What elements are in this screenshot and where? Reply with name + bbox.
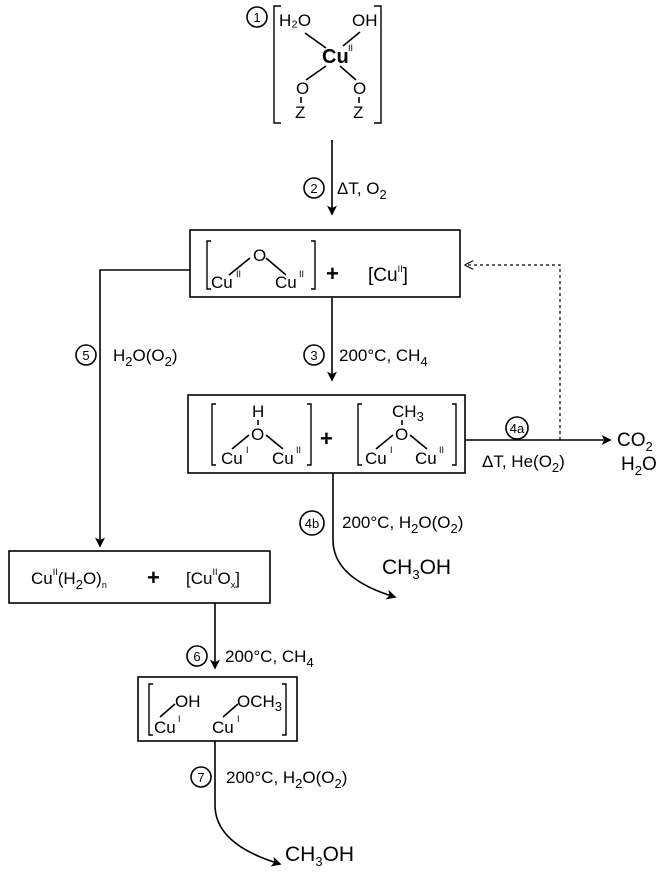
svg-text:Cu: Cu	[154, 718, 176, 737]
svg-text:1: 1	[253, 10, 260, 25]
plus-sign-3: +	[147, 565, 160, 590]
plus-sign-1: +	[326, 261, 339, 286]
step-4b-badge: 4b	[299, 510, 325, 536]
starting-copper-complex: H₂O OH Cu II O O Z Z	[273, 5, 382, 124]
step-3-badge: 3	[303, 344, 325, 366]
svg-text:4b: 4b	[305, 516, 319, 531]
condition-step-6: 200°C, CH4	[225, 647, 314, 670]
svg-text:O: O	[395, 425, 408, 444]
svg-text:H: H	[252, 402, 264, 421]
svg-text:Cu: Cu	[365, 449, 387, 468]
step-5-badge: 5	[75, 344, 97, 366]
svg-text:O: O	[296, 79, 309, 98]
copper-i-hydroxyl-methoxy: OH Cu I OCH3 Cu I	[148, 683, 287, 737]
svg-text:OH: OH	[352, 11, 378, 30]
methoxy-dicopper: CH3 O Cu I Cu II	[357, 402, 457, 468]
svg-text:7: 7	[197, 770, 204, 785]
arrow-step-4b	[332, 473, 397, 600]
condition-step-4a: ΔT, He(O2)	[482, 452, 565, 475]
svg-text:I: I	[237, 714, 240, 724]
condition-step-5: H2O(O2)	[113, 346, 178, 369]
svg-text:5: 5	[82, 348, 89, 363]
svg-text:OCH3: OCH3	[237, 692, 282, 714]
svg-text:II: II	[348, 43, 353, 53]
svg-text:3: 3	[310, 348, 317, 363]
svg-text:II: II	[299, 269, 304, 279]
intermediate-box-3	[8, 550, 271, 604]
svg-text:2: 2	[310, 181, 317, 196]
plus-sign-2: +	[320, 426, 333, 451]
condition-step-3: 200°C, CH4	[339, 346, 428, 369]
svg-text:Cu: Cu	[272, 449, 294, 468]
intermediate-box-1	[189, 229, 461, 298]
svg-text:Z: Z	[353, 103, 363, 122]
svg-text:H₂O: H₂O	[279, 11, 311, 30]
condition-step-7: 200°C, H2O(O2)	[226, 768, 347, 791]
svg-text:4a: 4a	[510, 421, 525, 436]
svg-text:Z: Z	[295, 103, 305, 122]
svg-text:6: 6	[193, 649, 200, 664]
svg-text:O: O	[253, 246, 266, 265]
condition-step-4b: 200°C, H2O(O2)	[342, 513, 463, 536]
svg-text:Cu: Cu	[221, 449, 243, 468]
isolated-copper-ii: [CuII]	[368, 264, 408, 286]
product-h2o: H2O	[621, 454, 657, 478]
svg-text:OH: OH	[175, 692, 201, 711]
svg-text:CH3: CH3	[392, 402, 424, 424]
step-4a-badge: 4a	[505, 416, 529, 440]
step-6-badge: 6	[186, 645, 208, 667]
svg-text:I: I	[246, 445, 249, 455]
intermediate-box-4	[137, 676, 298, 742]
svg-text:II: II	[439, 445, 444, 455]
arrow-step-5	[95, 269, 190, 548]
svg-text:O: O	[251, 425, 264, 444]
mono-oxo-dicopper: O Cu II Cu II	[206, 240, 316, 292]
svg-text:Cu: Cu	[275, 273, 297, 292]
svg-text:O: O	[353, 79, 366, 98]
hydroxyl-dicopper: H O Cu I Cu II	[211, 402, 312, 468]
hydrated-copper-ii: CuII(H2O)n	[31, 567, 107, 592]
svg-text:Cu: Cu	[212, 718, 234, 737]
svg-text:II: II	[296, 445, 301, 455]
svg-text:I: I	[178, 714, 181, 724]
svg-text:Cu: Cu	[322, 46, 349, 68]
step-2-badge: 2	[303, 177, 325, 199]
step-1-badge: 1	[246, 6, 268, 28]
condition-step-2: ΔT, O2	[337, 179, 387, 202]
product-methanol-4b: CH3OH	[382, 556, 451, 582]
copper-ii-oxide: [CuIIOx]	[186, 567, 240, 590]
step-7-badge: 7	[190, 766, 212, 788]
product-co2: CO2	[617, 430, 653, 454]
intermediate-box-2	[187, 394, 466, 474]
arrow-step-7	[214, 741, 282, 867]
product-methanol-7: CH3OH	[285, 843, 354, 869]
regeneration-dashed-arrow	[466, 265, 561, 440]
svg-text:Cu: Cu	[211, 273, 233, 292]
svg-text:I: I	[390, 445, 393, 455]
svg-text:Cu: Cu	[415, 449, 437, 468]
svg-text:II: II	[236, 269, 241, 279]
